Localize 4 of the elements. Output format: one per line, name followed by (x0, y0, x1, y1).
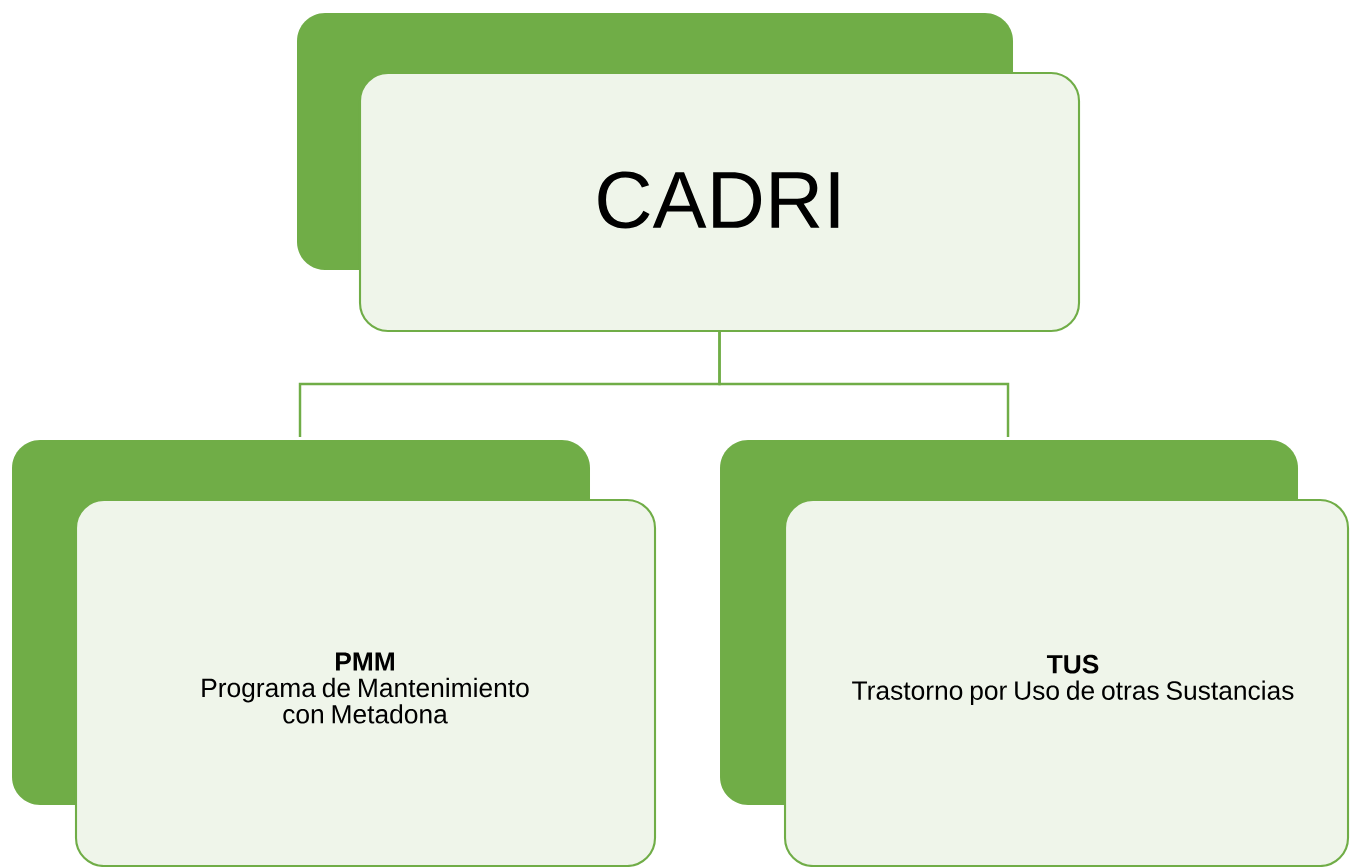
connector-line (718, 332, 1010, 437)
title-box: CADRI (297, 13, 1081, 333)
content-box: PMM Programa de Mantenimiento con Metadona (12, 440, 657, 867)
content-box: TUS Trastorno por Uso de otras Sustancias (720, 440, 1350, 867)
